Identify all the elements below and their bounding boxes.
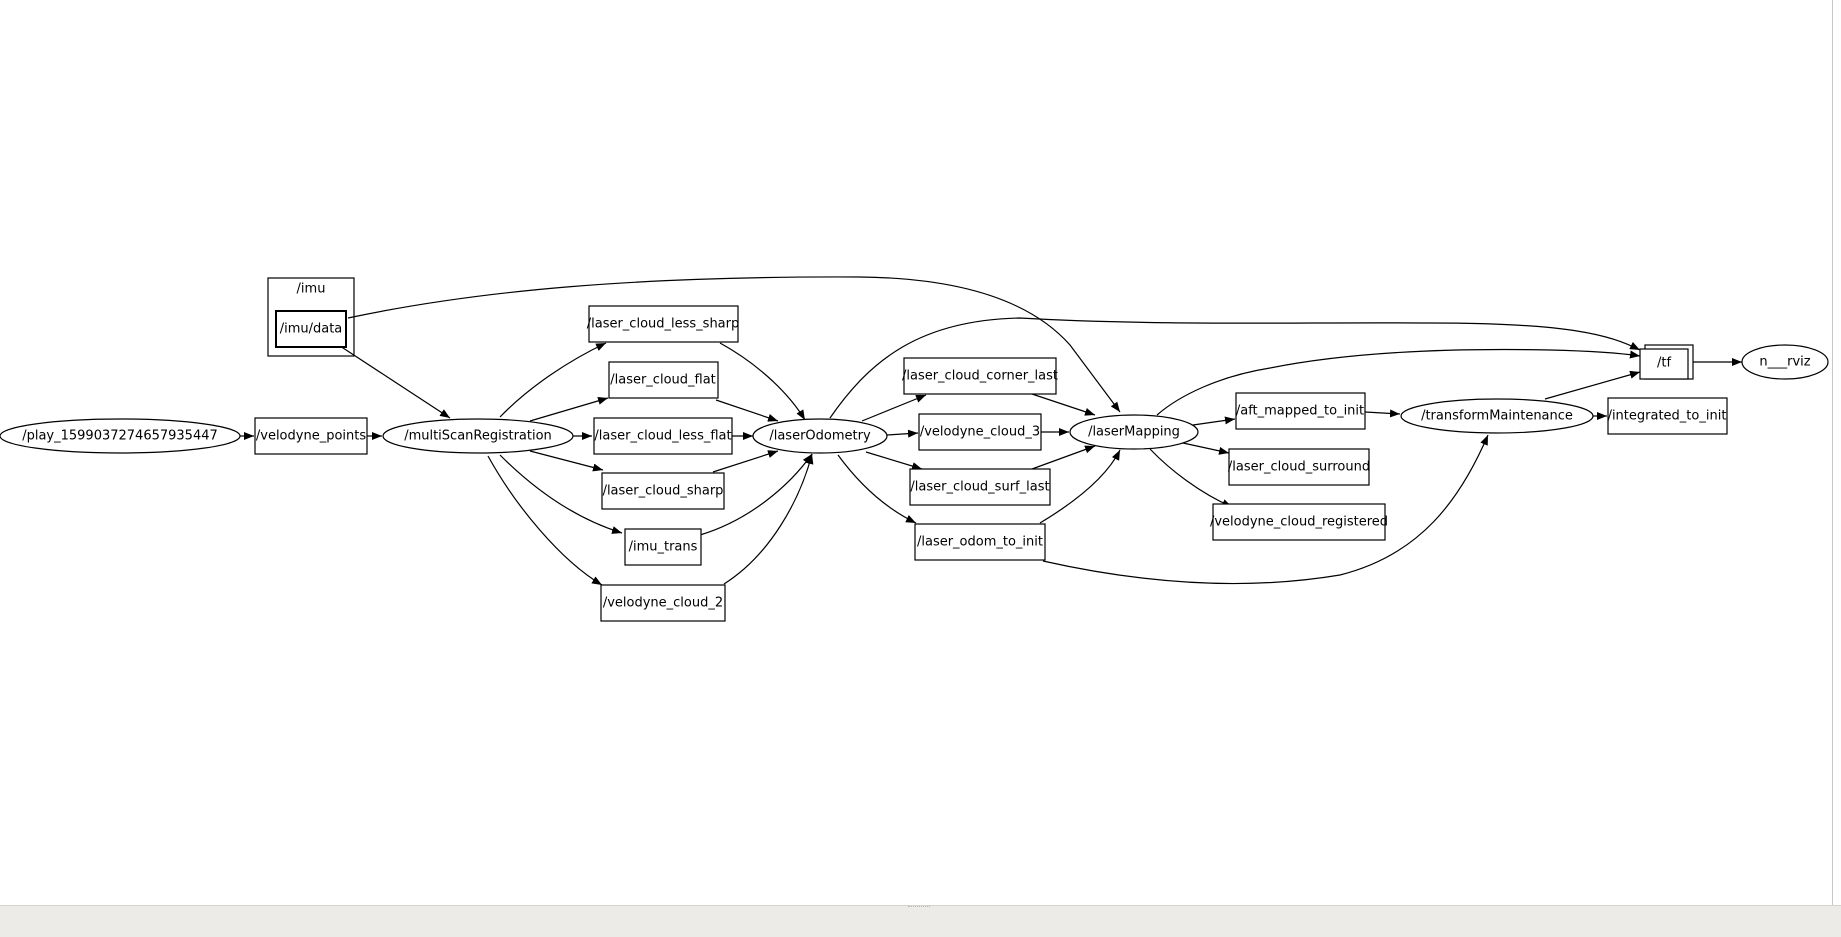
node-play[interactable]: /play_1599037274657935447 — [0, 418, 241, 454]
topic-tf[interactable]: /tf — [1639, 344, 1694, 380]
topic-label: /aft_mapped_to_init — [1236, 404, 1364, 419]
topic-imu_data[interactable]: /imu/data — [275, 310, 347, 348]
topic-laser_cloud_less_flat[interactable]: /laser_cloud_less_flat — [593, 417, 733, 455]
topic-laser_cloud_flat[interactable]: /laser_cloud_flat — [608, 361, 719, 399]
topic-label: /laser_cloud_less_sharp — [587, 317, 740, 332]
topic-label: /velodyne_points — [256, 429, 366, 444]
edge-msr-imu_trans — [499, 454, 623, 534]
topic-velodyne_cloud_registered[interactable]: /velodyne_cloud_registered — [1210, 503, 1388, 541]
edge-imu_data-laserMapping — [347, 276, 1121, 413]
topic-label: /laser_cloud_corner_last — [902, 369, 1058, 384]
topic-label: /laser_cloud_surround — [1228, 460, 1370, 475]
topic-velodyne_points[interactable]: /velodyne_points — [254, 417, 368, 455]
topic-laser_cloud_sharp[interactable]: /laser_cloud_sharp — [601, 472, 725, 510]
topic-laser_cloud_surround[interactable]: /laser_cloud_surround — [1228, 448, 1370, 486]
edge-laserMapping-velodyne_cloud_registered — [1149, 448, 1233, 508]
node-laserMapping[interactable]: /laserMapping — [1069, 414, 1199, 450]
edge-laser_cloud_surf_last-laserMapping — [1031, 445, 1096, 470]
topic-label: /velodyne_cloud_2 — [603, 596, 723, 611]
node-rviz[interactable]: n___rviz — [1741, 344, 1829, 380]
topic-imu_trans[interactable]: /imu_trans — [624, 528, 702, 566]
node-multiScanRegistration[interactable]: /multiScanRegistration — [382, 418, 574, 454]
topic-label: /laser_cloud_sharp — [603, 484, 724, 499]
edge-msr-velodyne_cloud_2 — [487, 455, 603, 586]
edge-laserMapping-tf — [1156, 348, 1641, 416]
node-label: /multiScanRegistration — [404, 429, 552, 444]
topic-label: /laser_cloud_surf_last — [910, 480, 1049, 495]
node-label: /laserMapping — [1088, 425, 1180, 440]
topic-velodyne_cloud_3[interactable]: /velodyne_cloud_3 — [918, 413, 1042, 451]
topic-label: /imu_trans — [629, 540, 698, 555]
topic-label: /tf — [1657, 356, 1671, 371]
edge-msr-laser_cloud_sharp — [529, 450, 604, 472]
edge-laserOdometry-laser_cloud_corner_last — [861, 394, 927, 422]
edge-laserMapping-aft_mapped_to_init — [1192, 416, 1236, 426]
node-transformMaintenance[interactable]: /transformMaintenance — [1400, 398, 1594, 434]
edge-laser_cloud_flat-laserOdometry — [715, 399, 779, 422]
edge-laser_cloud_less_sharp-laserOdometry — [719, 342, 806, 421]
edge-laserOdometry-velodyne_cloud_3 — [886, 429, 919, 438]
topic-aft_mapped_to_init[interactable]: /aft_mapped_to_init — [1235, 392, 1366, 430]
topic-label: /imu/data — [280, 322, 343, 337]
edge-laser_odom_to_init-laserMapping — [1039, 449, 1121, 524]
edge-laser_odom_to_init-transformMaintenance — [1042, 434, 1489, 585]
node-laserOdometry[interactable]: /laserOdometry — [752, 418, 888, 454]
topic-laser_odom_to_init[interactable]: /laser_odom_to_init — [914, 523, 1046, 561]
topic-laser_cloud_less_sharp[interactable]: /laser_cloud_less_sharp — [587, 305, 740, 343]
edge-laserOdometry-laser_cloud_surf_last — [865, 451, 923, 470]
namespace-label: /imu — [297, 282, 326, 297]
topic-laser_cloud_surf_last[interactable]: /laser_cloud_surf_last — [909, 468, 1051, 506]
edges — [240, 276, 1742, 586]
topic-integrated_to_init[interactable]: /integrated_to_init — [1607, 397, 1728, 435]
topic-label: /velodyne_cloud_registered — [1210, 515, 1388, 530]
edge-msr-laser_cloud_less_sharp — [499, 342, 607, 418]
topic-label: /velodyne_cloud_3 — [920, 425, 1040, 440]
node-label: /play_1599037274657935447 — [22, 429, 218, 444]
topic-label: /laser_cloud_flat — [610, 373, 716, 388]
topic-label: /laser_odom_to_init — [917, 535, 1043, 550]
node-label: /transformMaintenance — [1421, 409, 1573, 424]
edge-imu_trans-laserOdometry — [699, 453, 813, 536]
edge-transformMaintenance-tf — [1544, 370, 1641, 400]
edge-laserOdometry-laser_odom_to_init — [837, 454, 917, 524]
node-label: n___rviz — [1759, 355, 1810, 370]
rqt-graph-diagram: /imu /play_1599037274657935447 /multiSca… — [0, 276, 1829, 622]
edge-imu_data-multiScanRegistration — [339, 345, 451, 419]
edge-velodyne_cloud_2-laserOdometry — [723, 453, 814, 585]
status-bar — [0, 905, 1841, 937]
canvas-right-border — [1832, 0, 1833, 905]
splitter-handle[interactable] — [908, 906, 930, 910]
edge-msr-laser_cloud_flat — [529, 396, 609, 422]
topic-velodyne_cloud_2[interactable]: /velodyne_cloud_2 — [600, 584, 726, 622]
edge-laserOdometry-tf — [829, 317, 1641, 419]
edge-aft_mapped_to_init-transformMaintenance — [1364, 409, 1401, 418]
node-label: /laserOdometry — [769, 429, 871, 444]
topic-label: /laser_cloud_less_flat — [594, 429, 731, 444]
namespace-imu: /imu — [267, 277, 355, 357]
edge-laser_cloud_corner_last-laserMapping — [1031, 393, 1096, 416]
edge-laserMapping-laser_cloud_surround — [1182, 442, 1230, 455]
topic-label: /integrated_to_init — [1608, 409, 1727, 424]
topic-laser_cloud_corner_last[interactable]: /laser_cloud_corner_last — [902, 357, 1058, 395]
edge-laser_cloud_sharp-laserOdometry — [712, 450, 779, 473]
